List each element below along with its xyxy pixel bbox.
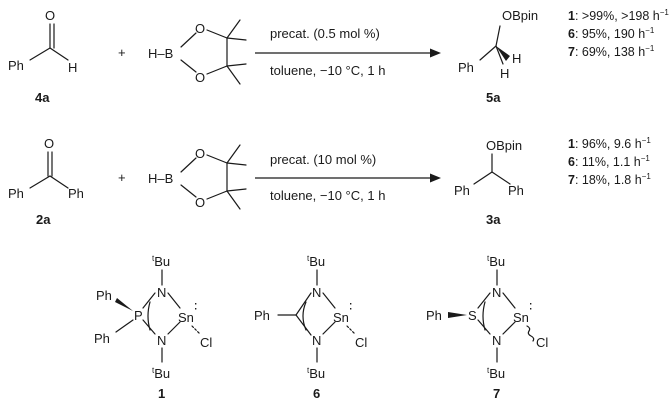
atom-OBpin: OBpin xyxy=(502,8,538,23)
plus-sign: + xyxy=(118,45,126,60)
atom-Ph: Ph xyxy=(426,308,442,323)
atom-O-top: O xyxy=(195,21,205,36)
atom-H: H xyxy=(68,60,77,75)
atom-Ph-left: Ph xyxy=(454,183,470,198)
benzophenone-structure: O Ph Ph 2a xyxy=(8,136,84,227)
atom-N-bottom: N xyxy=(157,333,166,348)
atom-N-top: N xyxy=(312,285,321,300)
atom-O-bottom: O xyxy=(195,195,205,210)
reaction-arrow-1: precat. (0.5 mol %) toluene, −10 °C, 1 h xyxy=(255,26,441,78)
atom-Sn: Sn xyxy=(333,310,349,325)
compound-label-3a: 3a xyxy=(486,212,501,227)
reaction-1: O Ph H 4a + H–B O O precat. (0.5 mol %) xyxy=(8,8,669,105)
conditions-above: precat. (10 mol %) xyxy=(270,152,376,167)
atom-O: O xyxy=(44,136,54,151)
atom-Cl: Cl xyxy=(536,335,548,350)
compound-label-4a: 4a xyxy=(35,90,50,105)
atom-Ph: Ph xyxy=(458,60,474,75)
catalyst-1-structure: tBu N P N Sn ∶ tBu Ph Ph Cl 1 xyxy=(94,254,212,400)
results-1: 1: >99%, >198 h−1 6: 95%, 190 h−1 7: 69%… xyxy=(568,8,669,59)
product-3a-structure: OBpin Ph Ph 3a xyxy=(454,138,524,227)
lone-pair: ∶ xyxy=(529,299,532,314)
atom-OBpin: OBpin xyxy=(486,138,522,153)
result-row: 1: >99%, >198 h−1 xyxy=(568,8,669,23)
atom-HB: H–B xyxy=(148,171,173,186)
product-5a-structure: OBpin Ph H H 5a xyxy=(458,8,538,105)
atom-H-1: H xyxy=(512,51,521,66)
catalyst-6-structure: tBu N N Sn ∶ Ph tBu Cl 6 xyxy=(254,254,367,400)
hbpin-structure: H–B O O xyxy=(148,144,247,210)
atom-tBu-top: tBu xyxy=(307,254,325,269)
result-row: 6: 11%, 1.1 h−1 xyxy=(568,154,650,169)
plus-sign: + xyxy=(118,170,126,185)
atom-Ph: Ph xyxy=(254,308,270,323)
atom-tBu-bottom: tBu xyxy=(152,366,170,381)
result-row: 1: 96%, 9.6 h−1 xyxy=(568,136,651,151)
conditions-below: toluene, −10 °C, 1 h xyxy=(270,63,385,78)
atom-Ph-top: Ph xyxy=(96,288,112,303)
atom-Sn: Sn xyxy=(513,310,529,325)
result-row: 7: 69%, 138 h−1 xyxy=(568,44,655,59)
atom-HB: H–B xyxy=(148,46,173,61)
compound-label-5a: 5a xyxy=(486,90,501,105)
atom-Ph: Ph xyxy=(8,58,24,73)
compound-label-6: 6 xyxy=(313,386,320,400)
hbpin-structure: H–B O O xyxy=(148,19,247,85)
atom-P: P xyxy=(134,308,143,323)
conditions-below: toluene, −10 °C, 1 h xyxy=(270,188,385,203)
atom-Ph-right: Ph xyxy=(508,183,524,198)
atom-tBu-top: tBu xyxy=(152,254,170,269)
lone-pair: ∶ xyxy=(349,299,352,314)
atom-N-top: N xyxy=(492,285,501,300)
results-2: 1: 96%, 9.6 h−1 6: 11%, 1.1 h−1 7: 18%, … xyxy=(568,136,651,187)
atom-Cl: Cl xyxy=(200,335,212,350)
conditions-above: precat. (0.5 mol %) xyxy=(270,26,380,41)
atom-N-bottom: N xyxy=(492,333,501,348)
compound-label-1: 1 xyxy=(158,386,165,400)
atom-N-top: N xyxy=(157,285,166,300)
lone-pair: ∶ xyxy=(194,299,197,314)
reaction-2: O Ph Ph 2a + H–B O O precat. (10 mol %) xyxy=(8,136,651,227)
reaction-arrow-2: precat. (10 mol %) toluene, −10 °C, 1 h xyxy=(255,152,441,203)
atom-H-2: H xyxy=(500,66,509,81)
atom-tBu-bottom: tBu xyxy=(307,366,325,381)
benzaldehyde-structure: O Ph H 4a xyxy=(8,8,77,105)
atom-Ph-bottom: Ph xyxy=(94,331,110,346)
atom-S: S xyxy=(468,308,477,323)
atom-O-bottom: O xyxy=(195,70,205,85)
atom-O-top: O xyxy=(195,146,205,161)
catalyst-7-structure: tBu N S N Sn ∶ Ph tBu Cl 7 xyxy=(426,254,548,400)
result-row: 6: 95%, 190 h−1 xyxy=(568,26,655,41)
atom-Cl: Cl xyxy=(355,335,367,350)
atom-O: O xyxy=(45,8,55,23)
result-row: 7: 18%, 1.8 h−1 xyxy=(568,172,651,187)
atom-tBu-top: tBu xyxy=(487,254,505,269)
compound-label-2a: 2a xyxy=(36,212,51,227)
compound-label-7: 7 xyxy=(493,386,500,400)
atom-Ph-right: Ph xyxy=(68,186,84,201)
atom-Ph-left: Ph xyxy=(8,186,24,201)
atom-N-bottom: N xyxy=(312,333,321,348)
atom-tBu-bottom: tBu xyxy=(487,366,505,381)
atom-Sn: Sn xyxy=(178,310,194,325)
